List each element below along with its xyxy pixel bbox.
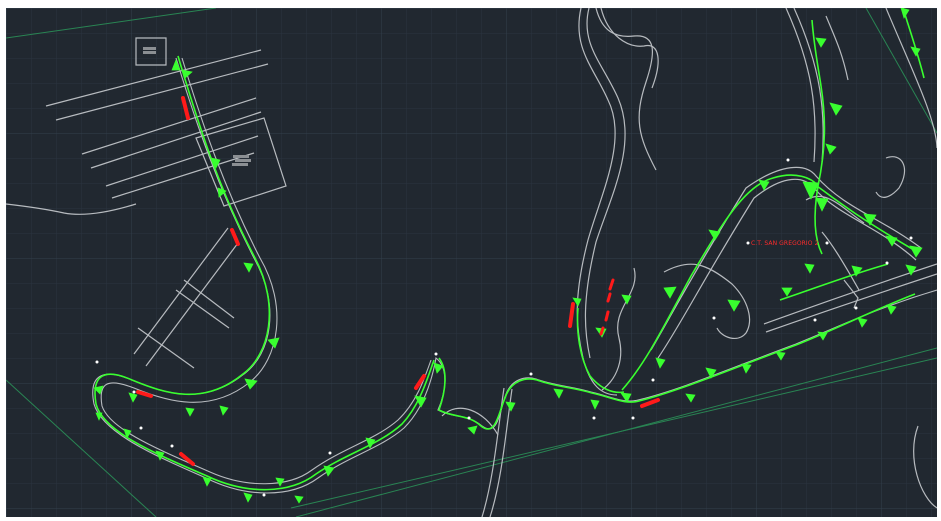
network-equipment [93,8,923,504]
green-boundary-lines [6,8,937,517]
grid-background [6,8,937,517]
cad-viewport[interactable]: C.T. SAN GREGORIO 2 [6,8,937,517]
gray-building-blocks [143,47,251,166]
network-lines [94,8,925,491]
small-white-markers [95,158,913,497]
red-highlight-segments [136,96,660,466]
drawing-annotation: C.T. SAN GREGORIO 2 [751,240,819,247]
drawing-canvas[interactable]: C.T. SAN GREGORIO 2 [6,8,937,517]
